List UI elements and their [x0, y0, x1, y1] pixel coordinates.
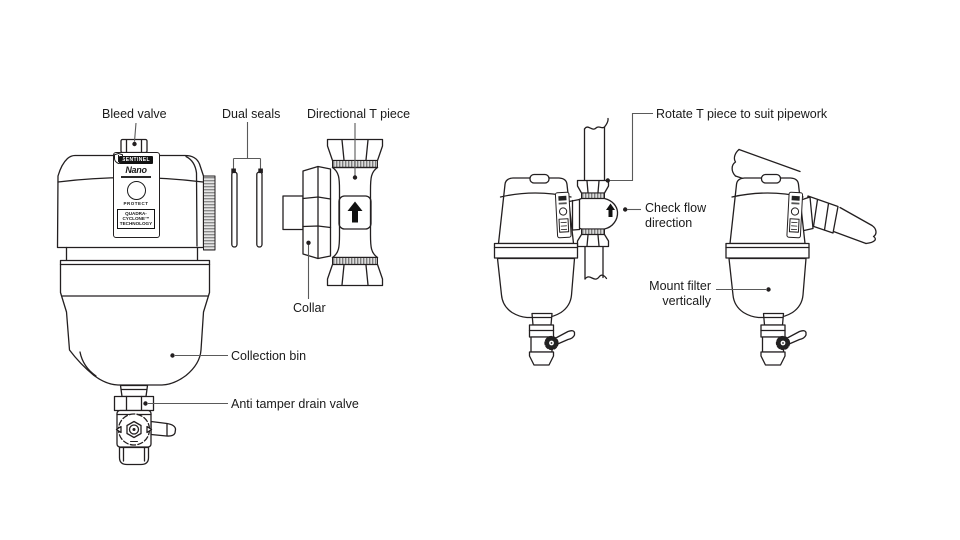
vertical-pipe	[583, 117, 609, 280]
brand-label-panel: SENTINEL Nano PROTECT QUADRA- CYCLONE™ T…	[112, 152, 160, 238]
callout-rotate-t-piece: Rotate T piece to suit pipework	[656, 107, 828, 121]
leader-dots	[132, 141, 771, 406]
mini-label-panel	[786, 191, 804, 239]
exploded-view	[56, 138, 384, 466]
collar-illustration	[282, 165, 332, 260]
callout-collection-bin: Collection bin	[231, 348, 307, 363]
technology-line3: TECHNOLOGY	[119, 221, 153, 226]
callout-mount-filter-vertically: Mount filter vertically	[649, 279, 711, 308]
brand-badge: SENTINEL	[119, 156, 153, 164]
up-arrow-icon	[606, 203, 615, 217]
callout-collar: Collar	[293, 301, 326, 315]
collection-bin-illustration	[59, 259, 211, 386]
drain-lever-handle	[150, 420, 177, 437]
callout-dual-seals: Dual seals	[222, 107, 281, 121]
technology-line2: CYCLONE™	[122, 216, 150, 221]
callout-check-flow-direction: Check flow direction	[645, 201, 707, 230]
protect-label: PROTECT	[123, 201, 149, 206]
callout-bleed-valve: Bleed valve	[102, 107, 167, 121]
mini-label-panel	[554, 191, 572, 239]
anti-tamper-drain-valve-illustration	[113, 384, 177, 466]
shield-icon	[113, 153, 123, 164]
installed-view-vertical-pipe	[493, 117, 619, 366]
t-piece-illustration	[282, 138, 384, 287]
leader-lines	[133, 112, 766, 405]
installed-drain-valve	[760, 312, 807, 366]
fine-print-line	[121, 175, 151, 178]
technology-badge: QUADRA- CYCLONE™ TECHNOLOGY	[116, 208, 156, 229]
technology-line1: QUADRA-	[125, 211, 147, 216]
installed-filter-left	[493, 173, 579, 366]
up-arrow-icon	[347, 201, 363, 223]
installed-filter-right	[725, 173, 810, 366]
threaded-connector	[203, 175, 216, 251]
inline-t-piece	[565, 179, 619, 248]
model-name: Nano	[125, 164, 147, 175]
callout-anti-tamper-drain-valve: Anti tamper drain valve	[231, 396, 359, 411]
dual-seals-illustration	[231, 171, 263, 248]
installed-view-angled-pipe	[725, 148, 877, 366]
installed-drain-valve	[528, 312, 576, 366]
callout-directional-t-piece: Directional T piece	[307, 107, 411, 121]
protect-emblem	[113, 153, 146, 200]
